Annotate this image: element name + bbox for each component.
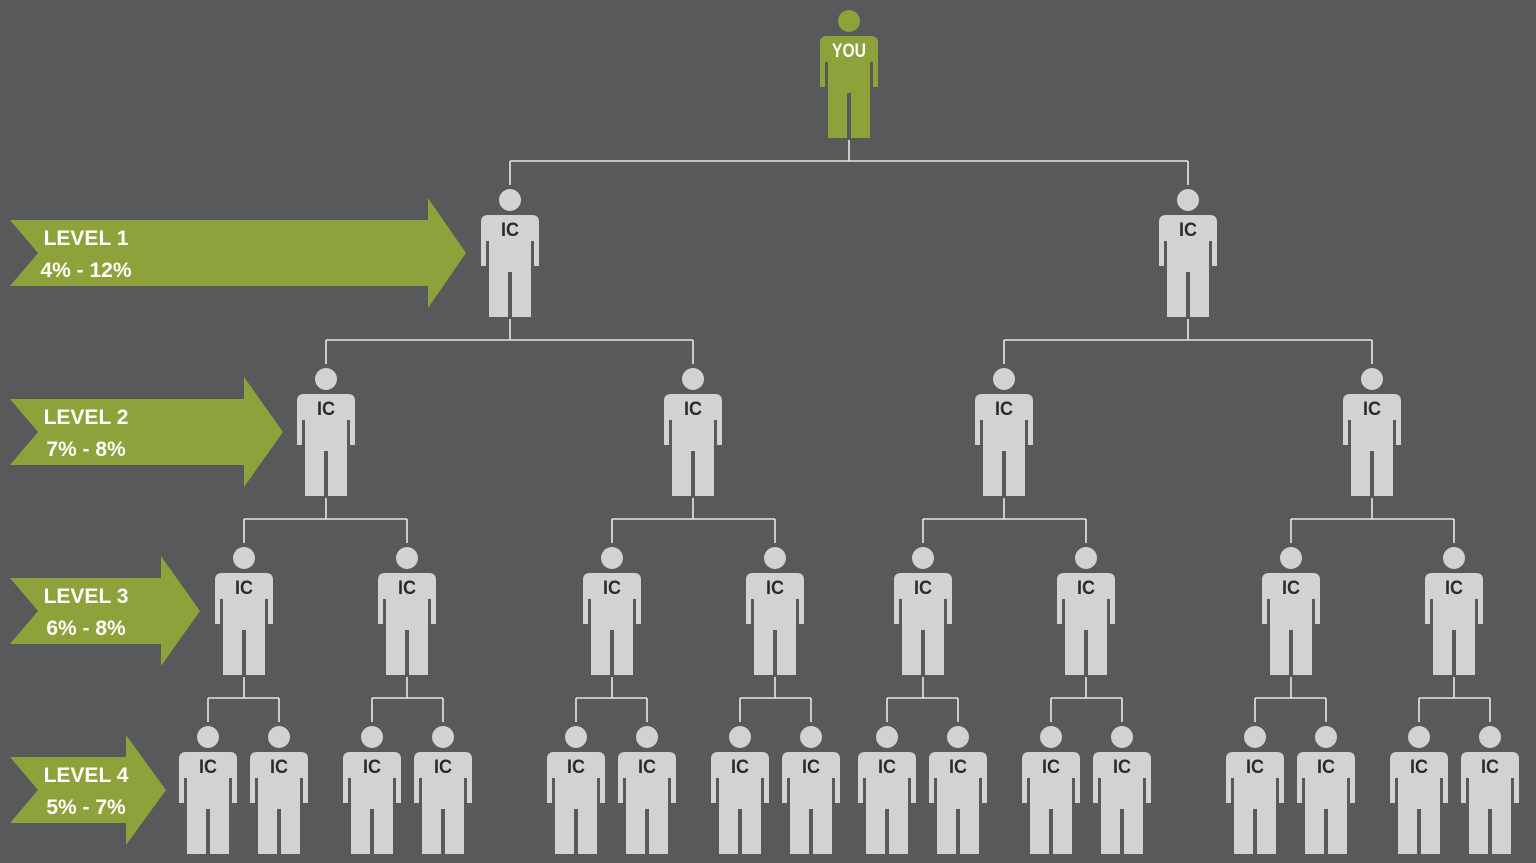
level-3-ic-person-icon-label: IC bbox=[398, 578, 416, 599]
level-1-range: 4% - 12% bbox=[40, 259, 131, 282]
level-3-ic-person-icon-label: IC bbox=[603, 578, 621, 599]
level-3-range: 6% - 8% bbox=[46, 617, 126, 640]
level-2-ic-person-icon: IC bbox=[297, 368, 355, 496]
level-4-ic-person-icon-label: IC bbox=[949, 757, 967, 778]
you-person-icon: YOU bbox=[820, 10, 878, 138]
level-2-ic-person-icon: IC bbox=[975, 368, 1033, 496]
level-4-ic-person-icon-label: IC bbox=[434, 757, 452, 778]
level-4-range: 5% - 7% bbox=[46, 796, 126, 819]
level-3-ic-person-icon-label: IC bbox=[1445, 578, 1463, 599]
level-4-ic-person-icon: IC bbox=[414, 726, 472, 854]
level-3-ic-person-icon-label: IC bbox=[914, 578, 932, 599]
level-3-ic-person-icon-label: IC bbox=[235, 578, 253, 599]
level-4-ic-person-icon: IC bbox=[343, 726, 401, 854]
level-3-ic-person-icon: IC bbox=[1425, 547, 1483, 675]
level-4-ic-person-icon-label: IC bbox=[802, 757, 820, 778]
level-3-arrow: LEVEL 3 6% - 8% bbox=[10, 556, 200, 666]
level-4-ic-person-icon: IC bbox=[179, 726, 237, 854]
level-1-ic-person-icon-label: IC bbox=[501, 220, 519, 241]
level-3-ic-person-icon-label: IC bbox=[1282, 578, 1300, 599]
level-2-range: 7% - 8% bbox=[46, 438, 126, 461]
level-2-ic-person-icon-label: IC bbox=[684, 399, 702, 420]
level-1-name: LEVEL 1 bbox=[44, 227, 129, 250]
level-4-ic-person-icon: IC bbox=[1390, 726, 1448, 854]
level-4-ic-person-icon: IC bbox=[1461, 726, 1519, 854]
level-4-ic-person-icon: IC bbox=[782, 726, 840, 854]
you-person-icon-label: YOU bbox=[832, 41, 866, 62]
level-4-name: LEVEL 4 bbox=[44, 764, 129, 787]
level-3-ic-person-icon: IC bbox=[583, 547, 641, 675]
level-2-ic-person-icon-label: IC bbox=[317, 399, 335, 420]
level-3-ic-person-icon: IC bbox=[1057, 547, 1115, 675]
level-4-ic-person-icon-label: IC bbox=[1410, 757, 1428, 778]
level-arrows: LEVEL 1 4% - 12% LEVEL 2 7% - 8% LEVEL 3 6% -… bbox=[10, 198, 466, 845]
level-4-arrow: LEVEL 4 5% - 7% bbox=[10, 735, 166, 845]
level-4-ic-person-icon-label: IC bbox=[731, 757, 749, 778]
level-2-ic-person-icon: IC bbox=[1343, 368, 1401, 496]
level-4-ic-person-icon: IC bbox=[858, 726, 916, 854]
level-4-ic-person-icon-label: IC bbox=[1317, 757, 1335, 778]
level-2-ic-person-icon: IC bbox=[664, 368, 722, 496]
level-3-ic-person-icon: IC bbox=[746, 547, 804, 675]
level-3-ic-person-icon-label: IC bbox=[1077, 578, 1095, 599]
level-1-ic-person-icon: IC bbox=[1159, 189, 1217, 317]
people: YOU IC IC IC IC IC IC IC IC IC IC IC IC IC IC IC IC IC IC I… bbox=[179, 10, 1519, 854]
level-1-ic-person-icon: IC bbox=[481, 189, 539, 317]
level-4-ic-person-icon: IC bbox=[1093, 726, 1151, 854]
level-4-ic-person-icon: IC bbox=[929, 726, 987, 854]
level-3-ic-person-icon: IC bbox=[215, 547, 273, 675]
level-4-ic-person-icon-label: IC bbox=[878, 757, 896, 778]
level-4-ic-person-icon-label: IC bbox=[270, 757, 288, 778]
level-4-ic-person-icon: IC bbox=[1022, 726, 1080, 854]
level-2-arrow: LEVEL 2 7% - 8% bbox=[10, 377, 283, 487]
level-4-ic-person-icon: IC bbox=[711, 726, 769, 854]
level-3-ic-person-icon: IC bbox=[378, 547, 436, 675]
level-4-ic-person-icon-label: IC bbox=[567, 757, 585, 778]
level-4-ic-person-icon-label: IC bbox=[1042, 757, 1060, 778]
level-2-ic-person-icon-label: IC bbox=[1363, 399, 1381, 420]
level-4-ic-person-icon-label: IC bbox=[1113, 757, 1131, 778]
level-2-name: LEVEL 2 bbox=[44, 406, 129, 429]
level-4-ic-person-icon-label: IC bbox=[363, 757, 381, 778]
level-4-ic-person-icon: IC bbox=[547, 726, 605, 854]
level-2-ic-person-icon-label: IC bbox=[995, 399, 1013, 420]
level-4-ic-person-icon: IC bbox=[1226, 726, 1284, 854]
level-3-ic-person-icon: IC bbox=[1262, 547, 1320, 675]
level-4-ic-person-icon: IC bbox=[1297, 726, 1355, 854]
level-4-ic-person-icon-label: IC bbox=[199, 757, 217, 778]
level-1-ic-person-icon-label: IC bbox=[1179, 220, 1197, 241]
level-4-ic-person-icon-label: IC bbox=[1481, 757, 1499, 778]
level-3-name: LEVEL 3 bbox=[44, 585, 129, 608]
connector-lines bbox=[207, 140, 1491, 722]
level-4-ic-person-icon-label: IC bbox=[638, 757, 656, 778]
level-4-ic-person-icon: IC bbox=[618, 726, 676, 854]
level-1-arrow: LEVEL 1 4% - 12% bbox=[10, 198, 466, 308]
level-3-ic-person-icon-label: IC bbox=[766, 578, 784, 599]
level-4-ic-person-icon-label: IC bbox=[1246, 757, 1264, 778]
level-4-ic-person-icon: IC bbox=[250, 726, 308, 854]
level-3-ic-person-icon: IC bbox=[894, 547, 952, 675]
